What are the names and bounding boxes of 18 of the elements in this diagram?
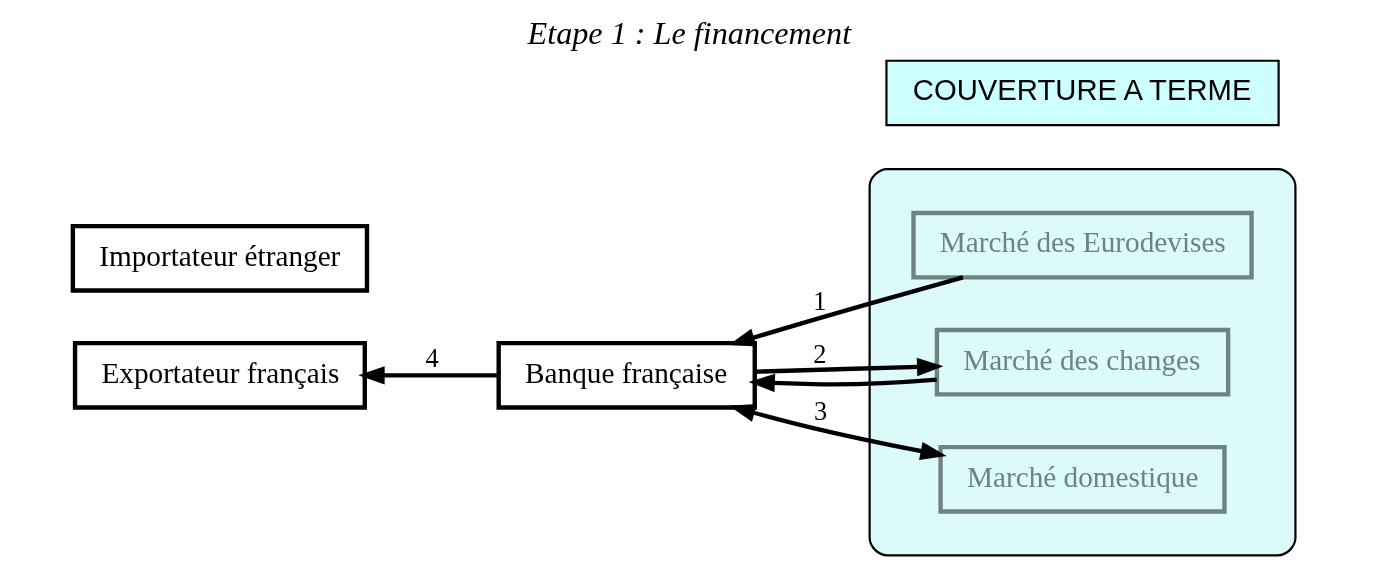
node-box: Marché des Eurodevises <box>911 210 1254 280</box>
diagram-title: Etape 1 : Le financement <box>527 15 852 52</box>
edge-label: 4 <box>425 344 439 374</box>
arrow <box>748 373 937 393</box>
cluster <box>868 167 1297 557</box>
node-box: Banque française <box>496 341 757 410</box>
arrow <box>729 404 947 461</box>
edge-label: 3 <box>814 396 828 426</box>
edge-label: 1 <box>813 287 827 317</box>
arrow <box>754 357 944 377</box>
node-box: Marché des changes <box>934 327 1231 397</box>
node-box: COUVERTURE A TERME <box>885 59 1280 127</box>
arrow <box>728 275 964 347</box>
arrow <box>358 366 499 385</box>
edge-label: 2 <box>813 339 827 369</box>
node-box: Exportateur français <box>72 341 367 410</box>
node-box: Importateur étranger <box>70 223 370 293</box>
node-box: Marché domestique <box>938 444 1227 514</box>
